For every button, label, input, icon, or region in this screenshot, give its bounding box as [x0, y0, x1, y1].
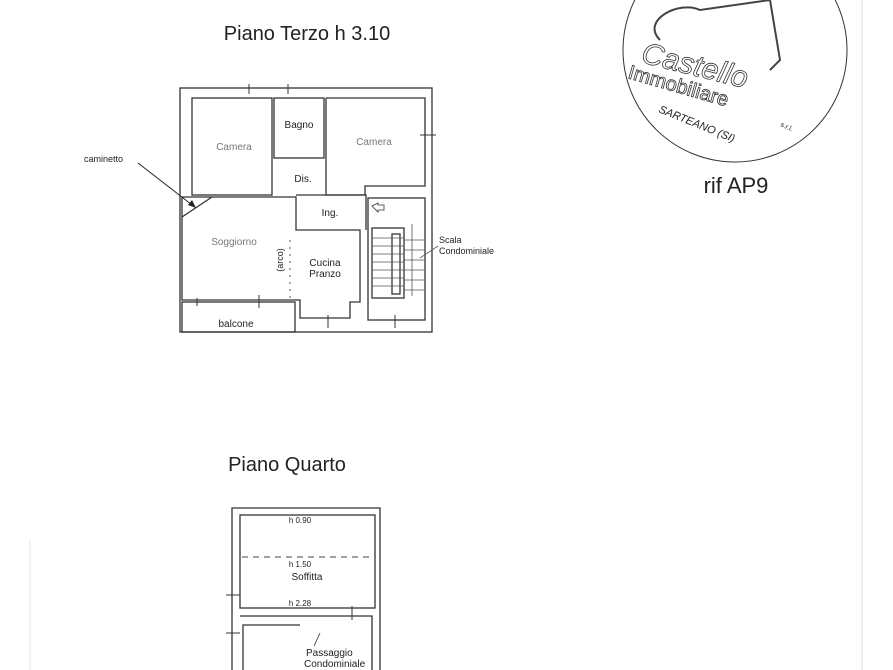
label-condominiale: Condominiale: [439, 246, 494, 256]
room-cucina: Cucina: [309, 258, 341, 269]
room-camera-left: Camera: [216, 142, 252, 153]
room-dis: Dis.: [294, 174, 311, 185]
room-pranzo: Pranzo: [309, 269, 341, 280]
company-stamp: Castello Immobiliare s.r.l. SARTEANO (SI…: [622, 0, 848, 163]
room-camera-right: Camera: [356, 137, 392, 148]
reference-code: rif AP9: [704, 173, 769, 198]
room-bagno: Bagno: [285, 120, 314, 131]
room-ing: Ing.: [322, 208, 339, 219]
floor-3-plan: [137, 84, 439, 333]
room-soffitta: Soffitta: [292, 572, 323, 583]
height-label: h 2.28: [289, 599, 312, 608]
floor-4-title: Piano Quarto: [228, 454, 346, 476]
stamp-suffix: s.r.l.: [779, 121, 794, 133]
label-passaggio: Passaggio: [306, 648, 353, 659]
height-label: h 0.90: [289, 516, 312, 525]
room-balcone: balcone: [218, 319, 253, 330]
room-soggiorno: Soggiorno: [211, 237, 257, 248]
floor-3-title: Piano Terzo h 3.10: [224, 23, 390, 45]
label-arco: (arco): [275, 248, 285, 272]
label-caminetto: caminetto: [84, 154, 123, 164]
floor-4-plan: [226, 507, 381, 670]
height-label: h 1.50: [289, 560, 312, 569]
label-scala: Scala: [439, 235, 462, 245]
label-condominiale-4: Condominiale: [304, 659, 366, 670]
